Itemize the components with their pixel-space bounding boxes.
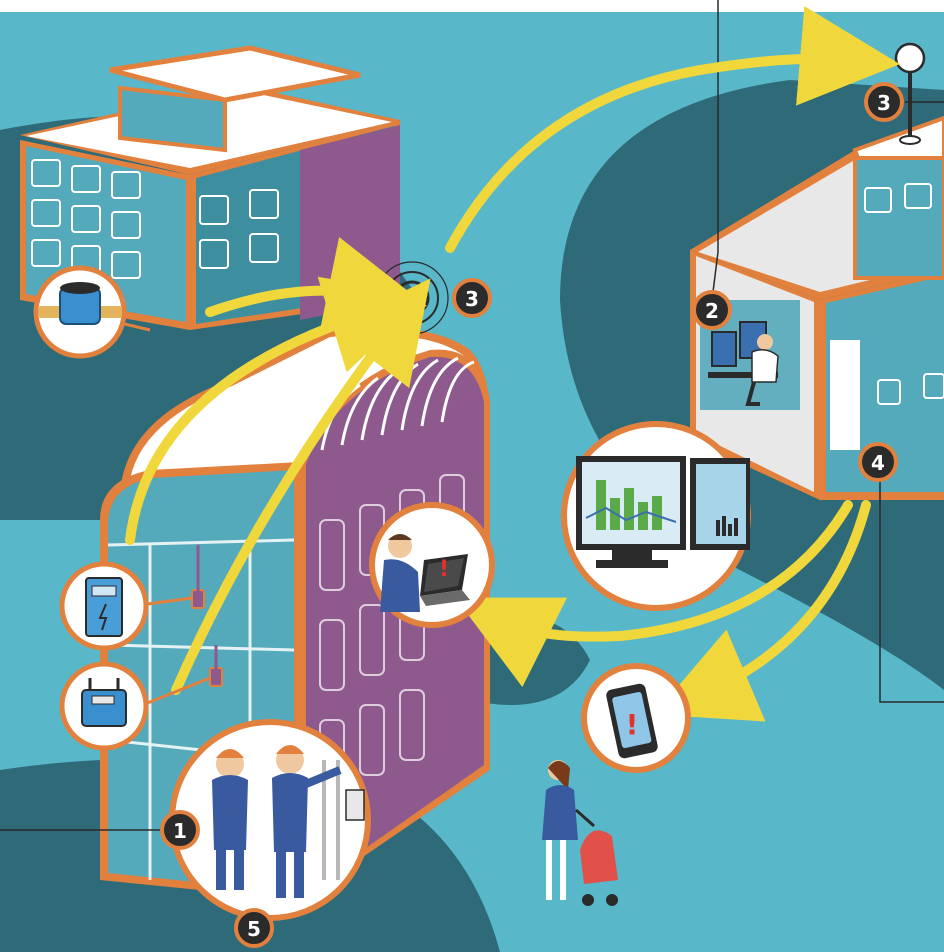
- laptop-alert-icon: !: [369, 502, 495, 628]
- svg-text:3: 3: [877, 91, 891, 115]
- operator-workstation-icon: [708, 321, 779, 406]
- callout-leader-lines: [0, 0, 944, 831]
- top-white-band: [0, 0, 944, 12]
- svg-text:2: 2: [705, 299, 719, 323]
- svg-text:5: 5: [247, 917, 261, 941]
- svg-text:4: 4: [871, 451, 885, 475]
- callout-badge-3-left: 3: [452, 278, 492, 318]
- technicians-icon: [169, 719, 371, 921]
- callout-badge-2: 2: [692, 290, 732, 330]
- phone-alert-glyph: !: [626, 708, 639, 741]
- receiver-antenna-icon: [894, 42, 926, 145]
- smartphone-alert-icon: !: [581, 663, 691, 773]
- callout-badge-3-right: 3: [864, 82, 904, 122]
- gas-meter-icon: [59, 661, 211, 751]
- callout-badge-5: 5: [234, 908, 274, 948]
- callout-badge-1: 1: [160, 810, 200, 850]
- svg-text:1: 1: [173, 819, 187, 843]
- electricity-meter-icon: [59, 561, 193, 651]
- callout-badge-4: 4: [858, 442, 898, 482]
- parent-with-stroller-icon: [542, 760, 618, 906]
- water-meter-icon: [33, 265, 151, 359]
- dashboard-monitors-icon: [561, 421, 751, 611]
- laptop-alert-glyph: !: [439, 557, 449, 582]
- svg-text:3: 3: [465, 287, 479, 311]
- data-flow-arrows: [125, 6, 900, 722]
